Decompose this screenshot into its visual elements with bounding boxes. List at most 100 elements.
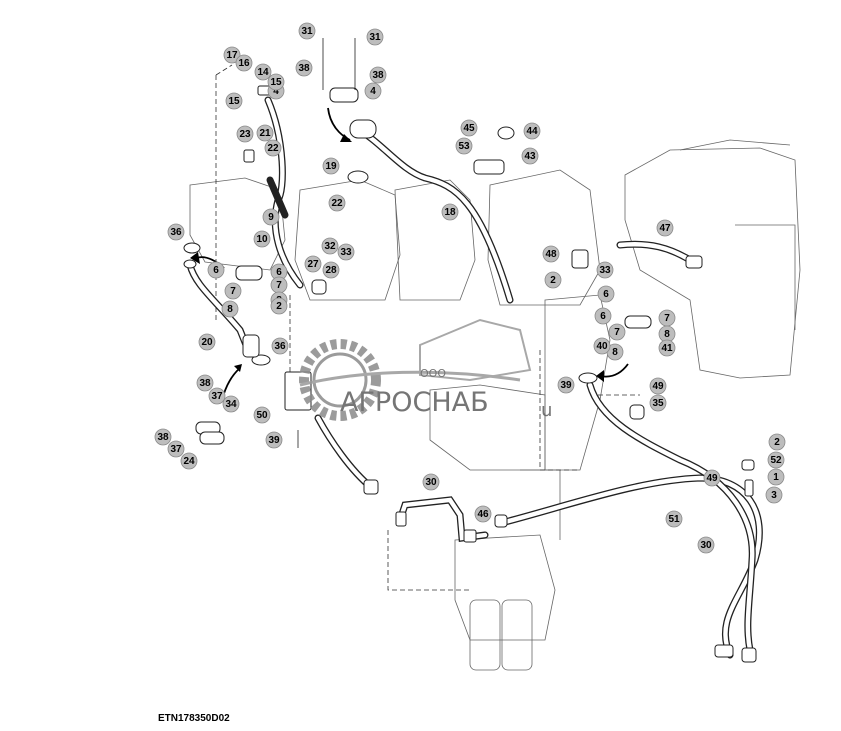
- callout-number: 1: [773, 472, 779, 483]
- callout-number: 49: [706, 473, 718, 484]
- part-callout-33: 33: [596, 261, 614, 279]
- callout-number: 49: [652, 381, 664, 392]
- part-callout-6: 6: [594, 307, 612, 325]
- part-callout-46: 46: [474, 505, 492, 523]
- part-callout-2: 2: [544, 271, 562, 289]
- callout-bubble: [236, 125, 254, 143]
- callout-bubble: [703, 469, 721, 487]
- part-callout-34: 34: [222, 395, 240, 413]
- callout-bubble: [597, 285, 615, 303]
- callout-number: 43: [524, 151, 536, 162]
- callout-number: 8: [227, 304, 233, 315]
- callout-bubble: [697, 536, 715, 554]
- callout-bubble: [322, 261, 340, 279]
- callout-bubble: [665, 510, 683, 528]
- part-callout-30: 30: [697, 536, 715, 554]
- part-callout-38: 38: [154, 428, 172, 446]
- callout-number: 8: [664, 329, 670, 340]
- callout-bubble: [265, 431, 283, 449]
- callout-bubble: [369, 66, 387, 84]
- part-callout-44: 44: [523, 122, 541, 140]
- callout-number: 15: [228, 96, 240, 107]
- machine-outline: [189, 139, 801, 671]
- callout-number: 18: [444, 207, 456, 218]
- callout-number: 22: [331, 198, 343, 209]
- callout-bubble: [455, 137, 473, 155]
- part-callout-40: 40: [593, 337, 611, 355]
- watermark-prefix: ООО: [420, 367, 446, 380]
- callout-bubble: [223, 46, 241, 64]
- callout-number: 10: [256, 234, 268, 245]
- callout-number: 6: [213, 265, 219, 276]
- part-callout-39: 39: [557, 376, 575, 394]
- hose-lines: [186, 96, 763, 659]
- callout-number: 20: [201, 337, 213, 348]
- callout-number: 19: [325, 161, 337, 172]
- part-callout-52: 52: [767, 451, 785, 469]
- part-callout-7: 7: [224, 282, 242, 300]
- callout-bubble: [167, 223, 185, 241]
- callout-number: 27: [307, 259, 319, 270]
- callout-number: 45: [463, 123, 475, 134]
- callout-bubble: [460, 119, 478, 137]
- callout-bubble: [196, 374, 214, 392]
- part-callout-22: 22: [328, 194, 346, 212]
- callout-number: 2: [774, 437, 780, 448]
- callout-bubble: [304, 255, 322, 273]
- assembly-dash-lines: [215, 64, 640, 591]
- callout-bubble: [256, 124, 274, 142]
- part-callout-7: 7: [658, 309, 676, 327]
- watermark-name: АГРОСНАБ: [340, 387, 489, 418]
- callout-number: 52: [770, 455, 782, 466]
- callout-bubble: [225, 92, 243, 110]
- callout-bubble: [337, 243, 355, 261]
- callout-bubble: [594, 307, 612, 325]
- callout-bubble: [544, 271, 562, 289]
- callout-number: 39: [268, 435, 280, 446]
- part-callout-6: 6: [597, 285, 615, 303]
- callout-bubble: [198, 333, 216, 351]
- callout-number: 34: [225, 399, 237, 410]
- callout-bubble: [253, 406, 271, 424]
- callout-bubble: [658, 339, 676, 357]
- callout-bubble: [264, 139, 282, 157]
- callout-number: 6: [600, 311, 606, 322]
- callout-bubble: [656, 219, 674, 237]
- callout-number: 4: [273, 86, 279, 97]
- callout-number: 8: [612, 347, 618, 358]
- callout-bubble: [253, 230, 271, 248]
- watermark-trailing: u: [541, 400, 552, 421]
- callout-number: 14: [257, 67, 269, 78]
- callout-number: 36: [170, 227, 182, 238]
- callout-number: 22: [267, 143, 279, 154]
- callout-number: 21: [259, 128, 271, 139]
- callout-number: 4: [370, 86, 376, 97]
- part-callout-38: 38: [369, 66, 387, 84]
- part-callout-48: 48: [542, 245, 560, 263]
- callout-number: 15: [270, 77, 282, 88]
- callout-number: 30: [700, 540, 712, 551]
- callout-number: 38: [157, 432, 169, 443]
- part-callout-2: 2: [270, 297, 288, 315]
- callout-bubble: [221, 300, 239, 318]
- drawing-code: ETN178350D02: [158, 713, 230, 724]
- part-callout-38: 38: [295, 59, 313, 77]
- part-callout-47: 47: [656, 219, 674, 237]
- callout-number: 28: [325, 265, 337, 276]
- part-callout-43: 43: [521, 147, 539, 165]
- part-callout-41: 41: [658, 339, 676, 357]
- callout-bubble: [321, 237, 339, 255]
- callout-number: 6: [603, 289, 609, 300]
- callout-number: 44: [526, 126, 538, 137]
- callout-number: 41: [661, 343, 673, 354]
- part-callout-1: 1: [767, 468, 785, 486]
- part-callout-6: 6: [207, 261, 225, 279]
- part-callout-20: 20: [198, 333, 216, 351]
- callout-bubble: [207, 261, 225, 279]
- part-callout-36: 36: [271, 337, 289, 355]
- callout-bubble: [208, 387, 226, 405]
- part-callout-49: 49: [649, 377, 667, 395]
- part-callout-38: 38: [196, 374, 214, 392]
- callout-number: 37: [211, 391, 223, 402]
- callout-bubble: [765, 486, 783, 504]
